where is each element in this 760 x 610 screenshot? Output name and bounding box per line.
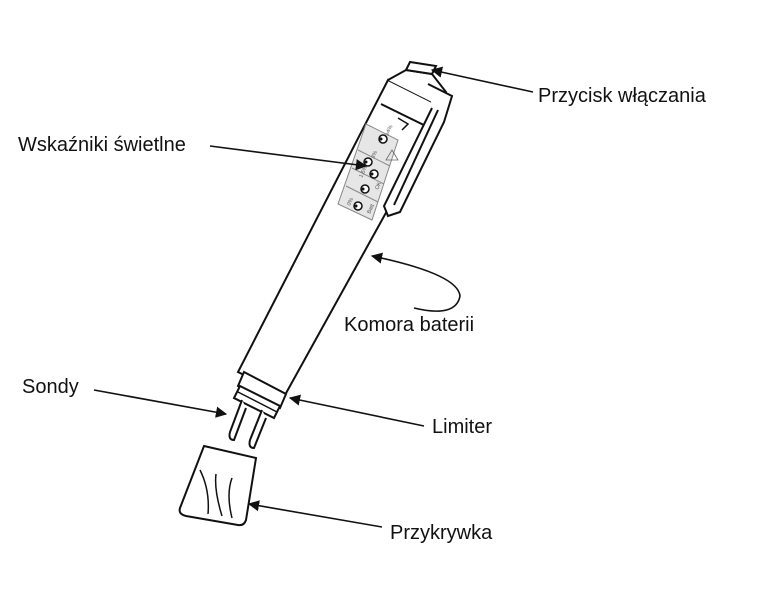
barrel bbox=[236, 78, 446, 397]
label-cap: Przykrywka bbox=[390, 522, 493, 544]
led-1 bbox=[378, 134, 388, 144]
leader-indicator-lights bbox=[209, 145, 368, 171]
label-probes: Sondy bbox=[22, 376, 79, 398]
led-3-dot bbox=[370, 172, 374, 176]
limiter-groove bbox=[237, 391, 278, 413]
pen-body bbox=[228, 60, 454, 450]
probe-right bbox=[248, 409, 267, 450]
panel-divider-2 bbox=[351, 167, 385, 185]
led-5 bbox=[353, 201, 363, 211]
cap-groove-3 bbox=[228, 477, 233, 519]
warning-triangle-icon bbox=[385, 149, 399, 161]
cap-body bbox=[178, 444, 258, 527]
leader-cap bbox=[247, 500, 383, 528]
label-limiter: Limiter bbox=[432, 416, 493, 438]
led-4 bbox=[360, 184, 370, 194]
indicator-panel: ≥4% 3% 1.5% OK 0% Batt bbox=[337, 123, 399, 221]
leader-probes bbox=[93, 389, 228, 418]
mark-row1-a: ≥4% bbox=[384, 124, 394, 137]
leader-limiter bbox=[288, 394, 425, 427]
mark-row4-a: 0% bbox=[346, 197, 355, 207]
led-5-dot bbox=[354, 204, 358, 208]
clip-inner-line bbox=[393, 109, 439, 206]
cap-notch bbox=[397, 117, 410, 131]
cap-groove-1 bbox=[199, 469, 210, 515]
indicator-panel-bg bbox=[337, 123, 399, 221]
panel-divider-1 bbox=[357, 149, 391, 167]
led-3 bbox=[369, 169, 379, 179]
led-4-dot bbox=[361, 187, 365, 191]
label-battery-compartment: Komora baterii bbox=[344, 314, 475, 336]
cap-drawing bbox=[178, 444, 258, 527]
label-indicator-lights: Wskaźniki świetlne bbox=[18, 134, 186, 156]
cap-groove-2 bbox=[214, 473, 223, 517]
leader-battery-compartment bbox=[370, 252, 461, 312]
panel-divider-3 bbox=[345, 185, 379, 203]
power-button-shape bbox=[404, 60, 438, 76]
leader-power-button bbox=[430, 66, 534, 93]
led-1-dot bbox=[379, 137, 383, 141]
leader-lines bbox=[93, 66, 534, 528]
mark-row1-b: 3% bbox=[370, 150, 379, 160]
probe-left bbox=[228, 399, 247, 442]
mark-row4-b: Batt bbox=[366, 203, 376, 215]
mark-row3: OK bbox=[374, 181, 383, 191]
led-2-dot bbox=[364, 160, 368, 164]
mark-row2: 1.5% bbox=[358, 165, 369, 179]
label-power-button: Przycisk włączania bbox=[538, 85, 706, 107]
